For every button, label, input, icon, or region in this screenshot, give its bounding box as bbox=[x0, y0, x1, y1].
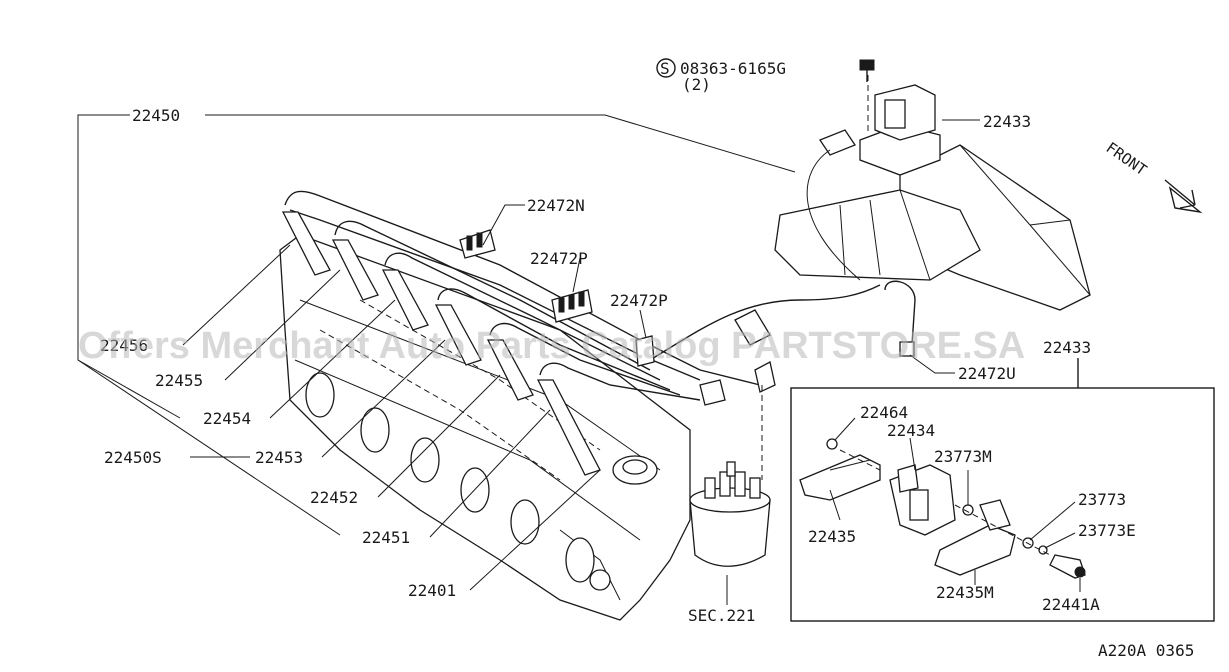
label-22434: 22434 bbox=[887, 421, 935, 440]
label-22401: 22401 bbox=[408, 581, 456, 600]
label-23773: 23773 bbox=[1078, 490, 1126, 509]
figure-code: A220A 0365 bbox=[1098, 641, 1194, 660]
label-22435: 22435 bbox=[808, 527, 856, 546]
wire-clamp-22472U bbox=[884, 280, 916, 357]
label-sec221: SEC.221 bbox=[688, 606, 755, 625]
air-intake-duct bbox=[774, 144, 1091, 311]
detail-box bbox=[790, 358, 1215, 622]
bolt-code: 08363-6165G bbox=[680, 59, 786, 78]
label-22456: 22456 bbox=[100, 336, 148, 355]
wire-clamp-22472P-b bbox=[635, 335, 655, 367]
label-22453: 22453 bbox=[255, 448, 303, 467]
label-22472P-b: 22472P bbox=[610, 291, 668, 310]
front-arrow: FRONT bbox=[1103, 139, 1203, 214]
label-22450S: 22450S bbox=[104, 448, 162, 467]
bolt-callout: S 08363-6165G (2) bbox=[656, 58, 786, 94]
label-22455: 22455 bbox=[155, 371, 203, 390]
label-22441A: 22441A bbox=[1042, 595, 1100, 614]
bolt-icon bbox=[859, 59, 875, 82]
part-labels: 22450 22433 22472N 22472P 22472P 22456 2… bbox=[100, 106, 1194, 660]
label-22472U: 22472U bbox=[958, 364, 1016, 383]
label-23773E: 23773E bbox=[1078, 521, 1136, 540]
label-22450: 22450 bbox=[132, 106, 180, 125]
label-22454: 22454 bbox=[203, 409, 251, 428]
leader-lines bbox=[77, 114, 1081, 605]
wire-clamp-22472N bbox=[459, 229, 496, 259]
label-22435M: 22435M bbox=[936, 583, 994, 602]
label-22433-top: 22433 bbox=[983, 112, 1031, 131]
label-22433-box: 22433 bbox=[1043, 338, 1091, 357]
label-22472P-a: 22472P bbox=[530, 249, 588, 268]
label-22452: 22452 bbox=[310, 488, 358, 507]
label-22464: 22464 bbox=[860, 403, 908, 422]
front-label: FRONT bbox=[1103, 139, 1150, 180]
bolt-prefix: S bbox=[660, 59, 670, 78]
label-23773M: 23773M bbox=[934, 447, 992, 466]
wire-clamp-22472P-a bbox=[551, 289, 593, 323]
label-22472N: 22472N bbox=[527, 196, 585, 215]
label-22451: 22451 bbox=[362, 528, 410, 547]
ignition-wires bbox=[281, 190, 881, 476]
watermark: Offers Merchant Auto Parts Catalog PARTS… bbox=[78, 325, 1025, 367]
front-arrow-icon bbox=[1164, 179, 1203, 214]
distributor-cap bbox=[689, 385, 771, 567]
ignition-coil-top bbox=[806, 59, 941, 281]
bolt-qty: (2) bbox=[682, 75, 711, 94]
engine-manifold bbox=[279, 234, 691, 621]
